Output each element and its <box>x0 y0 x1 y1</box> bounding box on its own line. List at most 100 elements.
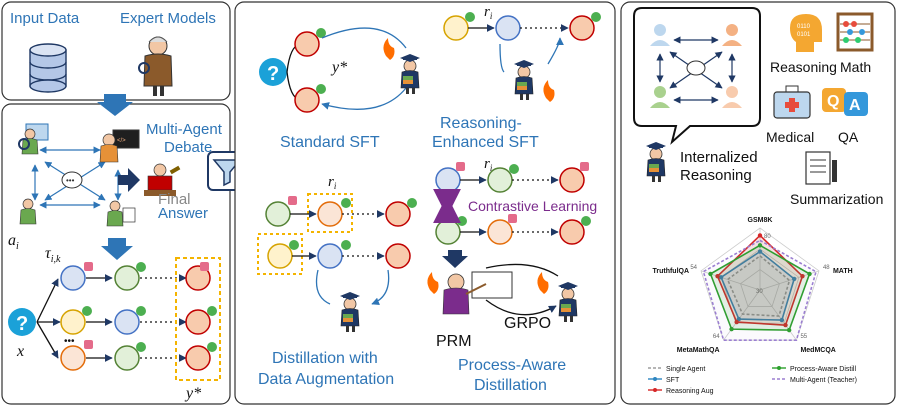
radar-axis-label: MATH <box>833 268 853 275</box>
answer-highlight-box <box>175 257 221 381</box>
prm-down-arrow <box>442 250 468 268</box>
radar-center-label: 30 <box>756 289 763 295</box>
agent-planner-icon <box>106 200 136 227</box>
radar-axis-label: TruthfulQA <box>652 268 689 275</box>
x-variable: x <box>16 343 24 360</box>
task-qa: QA <box>838 129 859 145</box>
question-icon-sft: ? <box>259 58 287 86</box>
re-sft-nodes <box>443 12 601 41</box>
tree-branches <box>36 274 187 362</box>
radar-point <box>708 271 713 277</box>
agent-variable: ai <box>8 232 19 252</box>
legend-label: SFT <box>666 377 680 384</box>
radar-series-sft <box>720 250 796 321</box>
fire-icon <box>383 38 395 60</box>
da-nodes <box>265 196 417 269</box>
tree-badges <box>82 262 217 352</box>
input-data-label: Input Data <box>10 10 80 27</box>
svg-text:?: ? <box>16 313 28 335</box>
tree-nodes <box>60 265 211 371</box>
medical-kit-icon <box>773 85 811 119</box>
prm-teacher-icon <box>442 271 513 315</box>
radar-grid-ring <box>740 269 780 307</box>
document-icon <box>805 151 837 185</box>
student-icon-pad <box>557 281 579 323</box>
radar-point <box>792 276 797 282</box>
cl-r-label: ri <box>484 156 493 173</box>
da-r-label: ri <box>328 174 337 191</box>
grpo-label: GRPO <box>504 315 551 332</box>
legend-marker <box>777 366 781 370</box>
agent-analyst-icon <box>18 123 49 155</box>
expert-professor-icon <box>138 36 173 96</box>
distillation-aug-label: Distillation with Data Augmentation <box>258 350 394 388</box>
internal-agents <box>650 24 742 108</box>
expert-models-label: Expert Models <box>120 10 216 27</box>
radar-axis-label: GSM8K <box>748 217 773 224</box>
student-icon-da <box>339 291 361 333</box>
radar-axis-max: 55 <box>800 334 807 340</box>
internal-links <box>656 36 736 104</box>
legend-label: Process-Aware Distill <box>790 366 856 373</box>
da-highlight-top <box>307 193 353 233</box>
radar-axis-max: 64 <box>713 334 720 340</box>
agent-coder-icon: </> <box>99 129 140 163</box>
da-chains <box>290 210 385 260</box>
re-sft-r-label: ri <box>484 4 493 21</box>
debate-right-arrow <box>118 168 140 192</box>
radar-axis-max: 80 <box>764 234 771 240</box>
task-math: Math <box>840 59 871 75</box>
radar-point <box>757 243 763 248</box>
process-aware-label: Process-Aware Distillation <box>458 357 571 394</box>
path-variable: τi,k <box>45 245 61 265</box>
radar-point <box>800 274 805 279</box>
tree-ellipsis: ••• <box>64 336 75 347</box>
judge-icon <box>144 163 181 196</box>
radar-point <box>779 317 785 323</box>
radar-point <box>807 271 812 277</box>
radar-point <box>734 319 739 325</box>
re-sft-feedback-arrow <box>499 38 560 73</box>
sft-feedback-arrow <box>322 27 407 109</box>
svg-text:0101: 0101 <box>797 32 811 38</box>
da-feedback-arrow <box>315 269 390 304</box>
standard-sft-label: Standard SFT <box>280 134 380 151</box>
fire-icon-re-sft <box>543 80 555 102</box>
legend-label: Multi-Agent (Teacher) <box>790 377 857 384</box>
legend-marker <box>653 377 657 381</box>
radar-point <box>786 327 792 333</box>
radar-spoke <box>723 289 761 341</box>
svg-text:•••: ••• <box>66 176 75 185</box>
svg-text:0110: 0110 <box>797 24 811 30</box>
task-medical: Medical <box>766 129 814 145</box>
speech-bubble-icon: ••• <box>61 171 83 189</box>
radar-axis-max: 48 <box>823 265 830 271</box>
student-icon-sft <box>399 53 421 95</box>
radar-axis-label: MedMCQA <box>800 347 835 354</box>
cl-nodes <box>435 162 591 245</box>
abacus-icon <box>836 12 874 52</box>
svg-text:?: ? <box>267 63 279 85</box>
radar-point <box>757 233 763 238</box>
svg-text:A: A <box>849 97 861 114</box>
radar-point <box>729 326 734 332</box>
svg-text:</>: </> <box>117 138 126 144</box>
database-icon <box>29 43 67 93</box>
legend-marker <box>653 388 657 392</box>
task-summarization: Summarization <box>790 191 883 207</box>
student-icon-internal <box>645 141 667 183</box>
task-reasoning: Reasoning <box>770 59 837 75</box>
radar-point <box>718 275 724 280</box>
internal-speech-icon <box>686 60 706 76</box>
radar-point <box>757 249 763 254</box>
sft-y-star: y* <box>330 59 347 76</box>
brain-binary-icon: 0110 0101 <box>790 14 822 52</box>
fire-icon-prm <box>427 272 439 294</box>
legend-label: Single Agent <box>666 366 705 373</box>
y-star-label: y* <box>184 385 201 402</box>
internalized-reasoning-label: Internalized Reasoning <box>680 149 762 184</box>
input-down-arrow <box>97 94 133 116</box>
radar-axis-max: 54 <box>690 265 697 271</box>
multi-agent-debate-label: Multi-Agent Debate <box>146 121 226 156</box>
